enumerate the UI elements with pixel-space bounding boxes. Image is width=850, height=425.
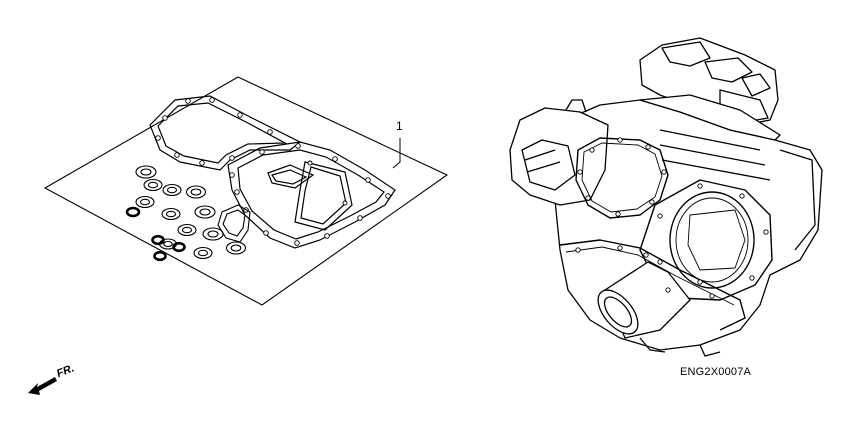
callout-leader [392, 138, 401, 169]
small-gasket [217, 204, 251, 243]
drawing-code: ENG2X0007A [680, 366, 752, 378]
gasket-kit-sheet [43, 76, 449, 306]
cover-gasket-holes [155, 97, 273, 166]
engine-gasket-bolt-holes [575, 137, 769, 299]
o-rings-and-seals [125, 165, 247, 262]
front-direction-arrow-icon [28, 377, 57, 395]
oil-pan-gasket-holes [229, 143, 391, 246]
engine-assembly [509, 37, 823, 357]
callout-number: 1 [396, 119, 403, 133]
